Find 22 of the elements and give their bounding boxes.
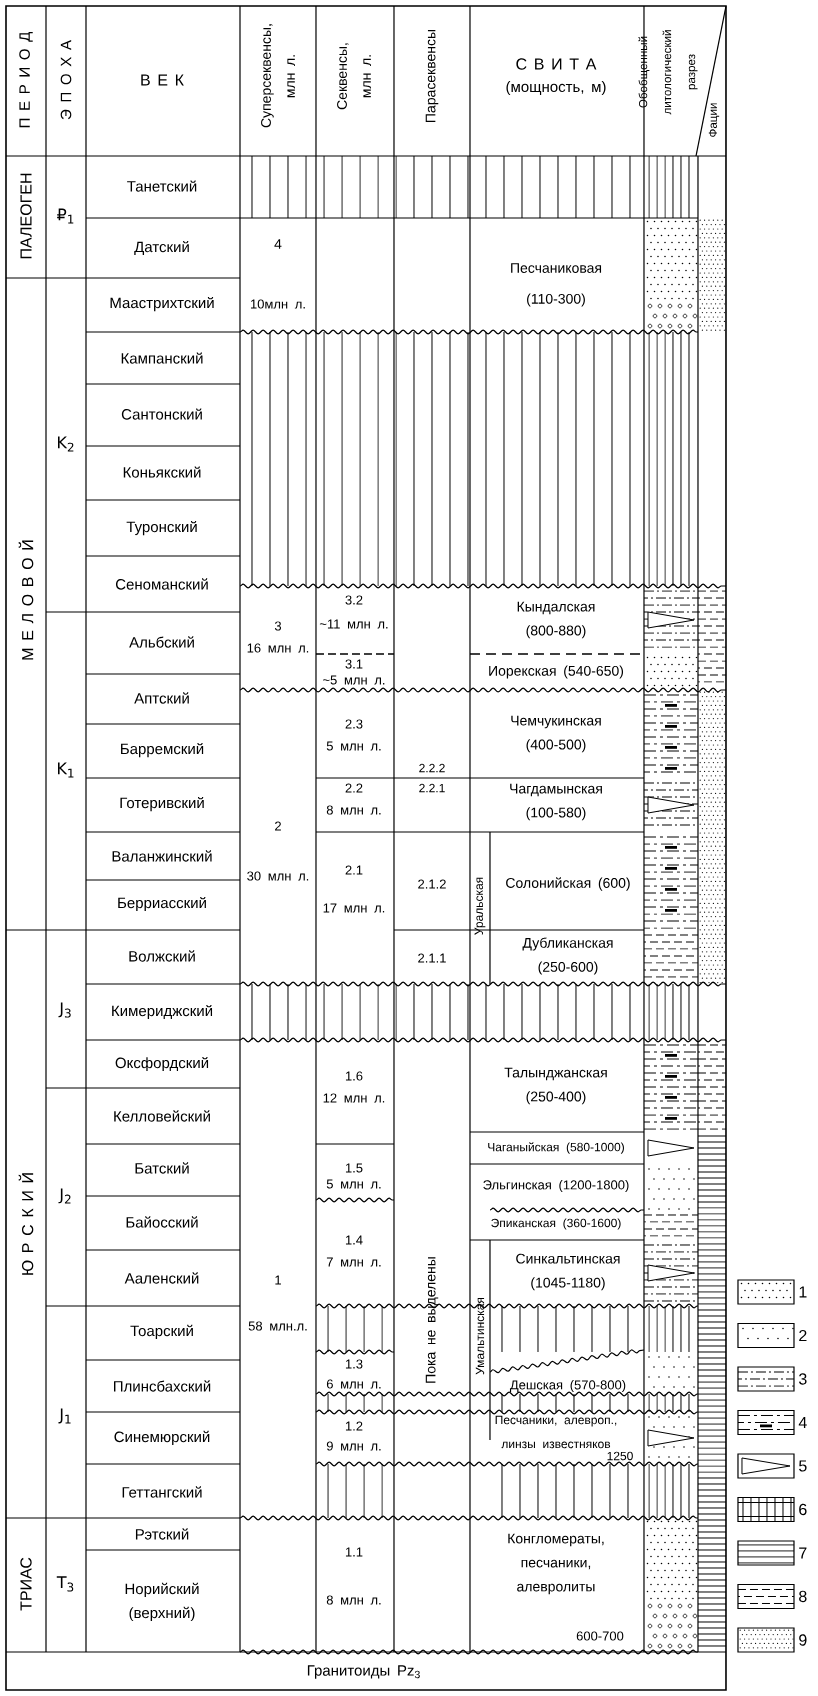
legend-number: 4	[798, 1417, 807, 1428]
column-header: В Е К	[141, 74, 184, 86]
epoch-index: J$_{1}$	[58, 1408, 71, 1424]
epoch-index: T$_{3}$	[56, 1576, 74, 1592]
period-name: М Е Л О В О Й	[18, 540, 34, 660]
legend-number: 5	[799, 1460, 807, 1472]
epoch-index: J$_{2}$	[58, 1188, 71, 1204]
epoch-index: K$_{1}$	[58, 762, 74, 778]
legend-number: 6	[799, 1503, 807, 1516]
legend-number: 2	[799, 1329, 807, 1342]
epoch-index: K$_{2}$	[58, 436, 74, 452]
epoch-index: ₽$_{1}$	[57, 208, 74, 224]
legend-number: 3	[799, 1373, 807, 1385]
period-name: ПАЛЕОГЕН	[20, 173, 32, 259]
legend-number: 1	[799, 1286, 807, 1298]
column-header: С В И Т А	[516, 58, 597, 70]
period-name: Ю Р С К И Й	[18, 1173, 34, 1275]
legend-number: 7	[799, 1547, 807, 1559]
epoch-index: J$_{3}$	[58, 1002, 71, 1018]
legend-number: 9	[799, 1634, 807, 1646]
legend-number: 8	[799, 1590, 807, 1603]
period-name: ТРИАС	[20, 1557, 32, 1611]
